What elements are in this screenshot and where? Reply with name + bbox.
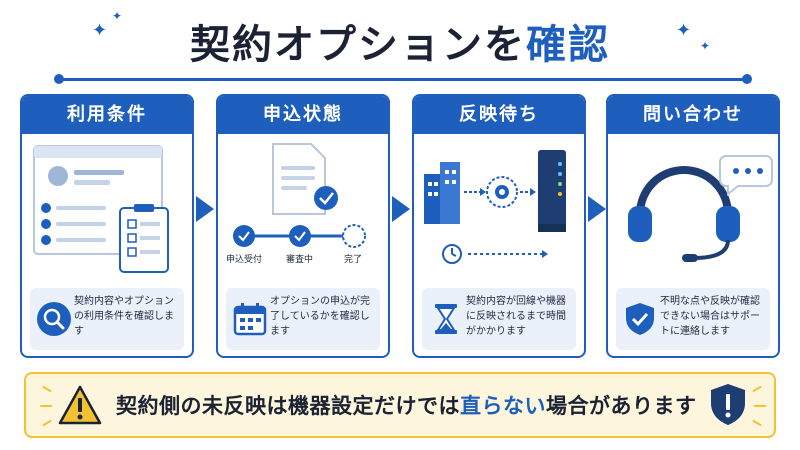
card-usage-terms: 利用条件 契約内容やオプションの利用条件を確認します [20, 94, 194, 358]
card-heading: 申込状態 [218, 96, 388, 134]
title-line-dot [742, 74, 752, 84]
warning-icon [58, 385, 102, 425]
arrow-right-icon [588, 196, 606, 222]
warning-text-after: 場合があります [546, 394, 697, 418]
warning-text-accent: 直らない [460, 394, 546, 418]
warning-message: 契約側の未反映は機器設定だけでは直らない場合があります [116, 390, 706, 420]
title-accent: 確認 [526, 22, 610, 68]
warning-ray [42, 385, 52, 393]
card-note: オプションの申込が完了しているかを確認します [226, 288, 380, 350]
card-note: 不明な点や反映が確認できない場合はサポートに連絡します [616, 288, 770, 350]
card-awaiting-reflection: 反映待ち 契約内容が回線や機器に反映されるまで時間がかかり [412, 94, 586, 358]
card-heading: 利用条件 [22, 96, 192, 134]
calendar-icon [233, 303, 267, 336]
card-heading: 反映待ち [414, 96, 584, 134]
sparkle-icon: ✦ [700, 39, 711, 53]
shield-alert-icon [711, 384, 745, 425]
sparkle-icon: ✦ [112, 9, 123, 23]
card-note-text: オプションの申込が完了しているかを確認します [270, 296, 370, 337]
warning-banner: 契約側の未反映は機器設定だけでは直らない場合があります [24, 372, 776, 438]
headset-support-illustration [628, 155, 773, 262]
warning-ray [42, 419, 52, 427]
warning-ray [40, 405, 52, 407]
card-note-text: 不明な点や反映が確認できない場合はサポートに連絡します [660, 296, 760, 337]
step-label: 完了 [344, 253, 362, 265]
card-heading: 問い合わせ [608, 96, 778, 134]
warning-ray [752, 419, 762, 427]
title-underline [58, 78, 748, 81]
shield-check-icon [626, 303, 654, 335]
step-label: 審査中 [286, 253, 313, 265]
warning-ray [754, 405, 766, 407]
network-reflection-illustration [424, 150, 566, 264]
contract-document-illustration [33, 145, 169, 273]
sparkle-icon: ✦ [92, 20, 108, 41]
card-note-text: 契約内容が回線や機器に反映されるまで時間がかかります [466, 296, 566, 337]
warning-text-before: 契約側の未反映は機器設定だけでは [116, 394, 460, 418]
arrow-right-icon [196, 196, 214, 222]
application-progress-illustration: 申込受付 審査中 完了 [226, 143, 366, 265]
page-title: 契約オプションを確認 [0, 12, 800, 70]
card-note: 契約内容やオプションの利用条件を確認します [30, 288, 184, 350]
card-application-status: 申込状態 申込受付 審査中 完了 オプションの申込が完了しているかを確認します [216, 94, 390, 358]
card-note-text: 契約内容やオプションの利用条件を確認します [74, 296, 174, 337]
magnifier-icon [37, 302, 71, 336]
card-contact-support: 問い合わせ 不明な点や反映が確認できない場合はサポートに連絡します [606, 94, 780, 358]
hourglass-icon [435, 304, 457, 334]
card-note: 契約内容が回線や機器に反映されるまで時間がかかります [422, 288, 576, 350]
title-area: ✦ ✦ ✦ ✦ 契約オプションを確認 [0, 8, 800, 84]
warning-ray [752, 385, 762, 393]
sparkle-icon: ✦ [676, 20, 692, 41]
step-label: 申込受付 [226, 253, 262, 265]
arrow-right-icon [392, 196, 410, 222]
title-main: 契約オプションを [190, 22, 526, 68]
